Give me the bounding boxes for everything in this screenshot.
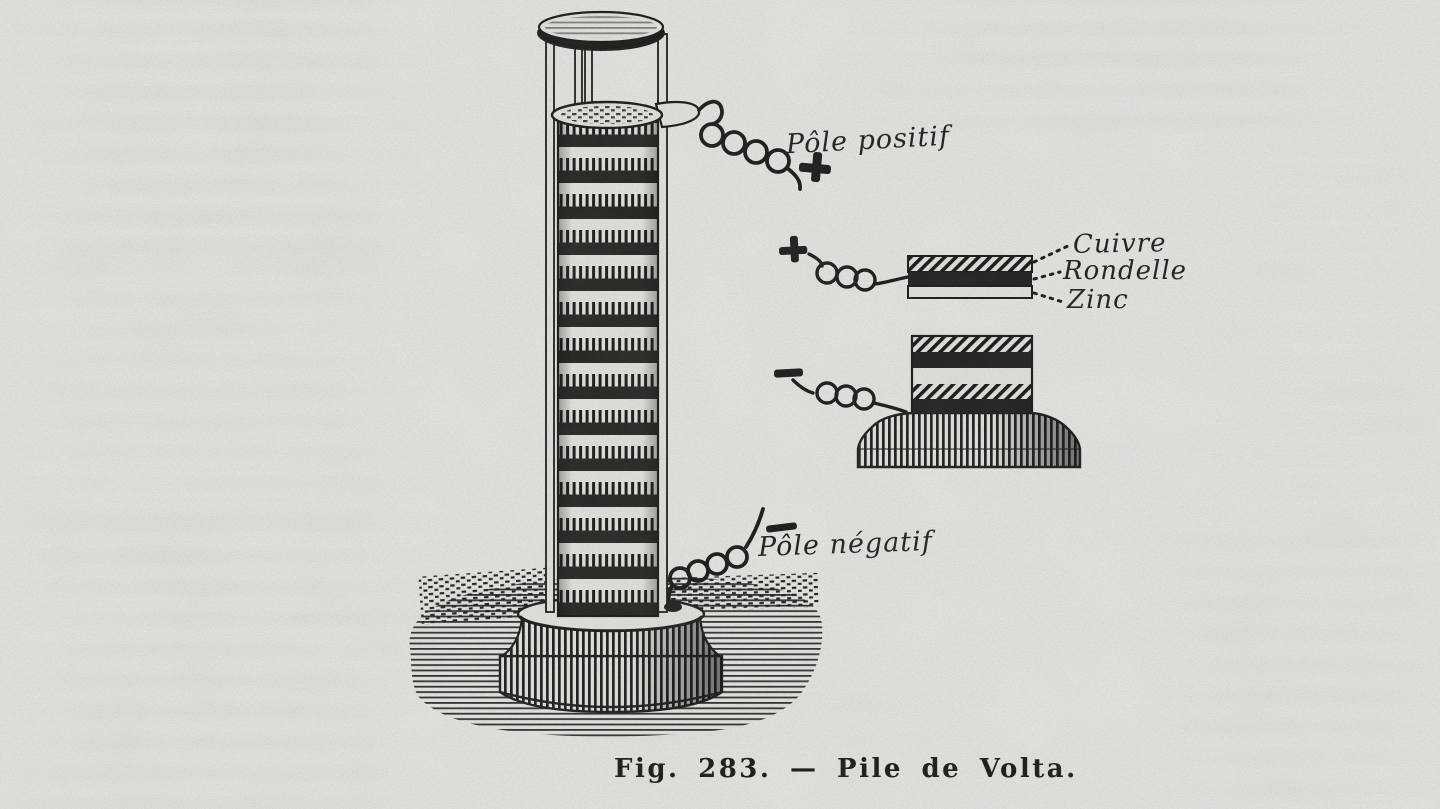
figure-caption: Fig. 283. — Pile de Volta. bbox=[614, 754, 1078, 784]
washer-layer bbox=[908, 272, 1032, 286]
minus-icon bbox=[773, 368, 804, 378]
wire-clamp bbox=[664, 602, 682, 612]
cell-detail bbox=[807, 243, 1072, 305]
plus-icon bbox=[798, 151, 835, 186]
washer-layer bbox=[912, 399, 1032, 413]
zinc-layer bbox=[912, 368, 1032, 384]
label-zinc: Zinc bbox=[1067, 285, 1129, 315]
cell-pair-on-stand bbox=[791, 334, 1082, 469]
label-washer: Rondelle bbox=[1063, 256, 1188, 286]
zinc-layer bbox=[907, 285, 1033, 299]
positive-wire bbox=[697, 99, 802, 191]
copper-layer bbox=[907, 255, 1033, 273]
label-negative-pole: Pôle négatif bbox=[757, 525, 934, 564]
copper-layer bbox=[912, 336, 1032, 352]
pile-cap bbox=[537, 10, 665, 51]
label-copper: Cuivre bbox=[1072, 228, 1167, 260]
support-rod-left bbox=[545, 33, 555, 613]
copper-layer bbox=[912, 384, 1032, 399]
plus-icon bbox=[778, 235, 809, 265]
washer-layer bbox=[912, 352, 1032, 368]
